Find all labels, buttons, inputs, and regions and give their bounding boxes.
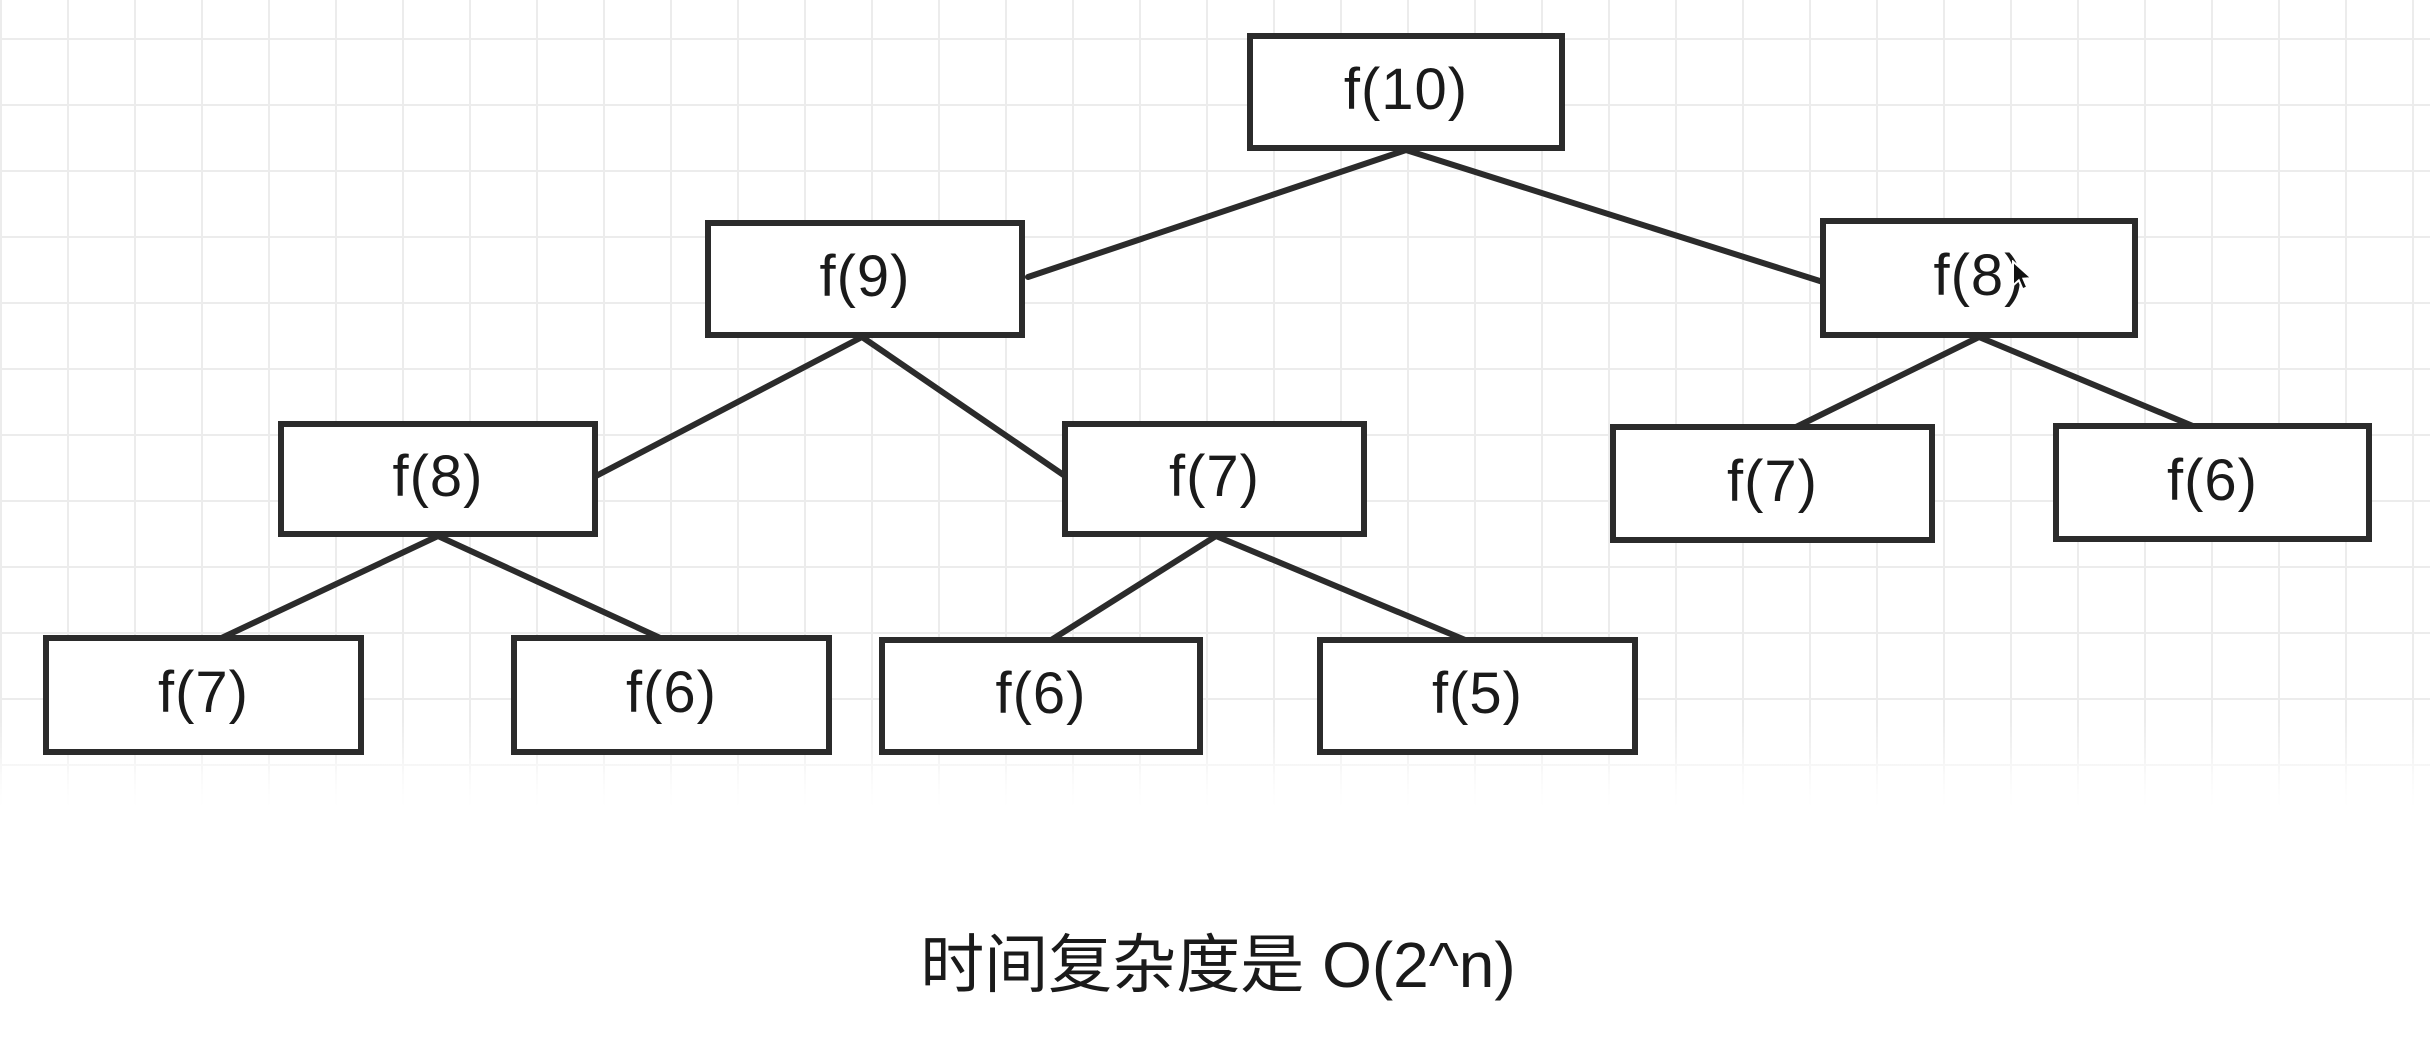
mouse-cursor-icon bbox=[2012, 260, 2034, 291]
tree-node-f6r[interactable]: f(6) bbox=[2053, 423, 2372, 542]
tree-node-f9[interactable]: f(9) bbox=[705, 220, 1025, 338]
tree-edge-f7m-f5[interactable] bbox=[1213, 533, 1473, 645]
tree-node-f6a[interactable]: f(6) bbox=[511, 635, 832, 755]
tree-edge-f8l-f6a[interactable] bbox=[435, 533, 672, 645]
tree-node-label: f(5) bbox=[1432, 661, 1523, 726]
tree-edge-f7m-f6b[interactable] bbox=[1045, 533, 1219, 645]
tree-node-f8r[interactable]: f(8) bbox=[1820, 218, 2138, 338]
cursor-arrow-shape bbox=[2012, 260, 2034, 291]
tree-node-label: f(8) bbox=[1933, 243, 2025, 308]
tree-node-label: f(9) bbox=[819, 244, 911, 309]
tree-node-f5[interactable]: f(5) bbox=[1317, 637, 1638, 755]
tree-node-label: f(10) bbox=[1343, 57, 1469, 122]
tree-node-f8l[interactable]: f(8) bbox=[278, 421, 598, 537]
tree-edge-f10-f8r[interactable] bbox=[1403, 147, 1826, 285]
tree-edge-f9-f7m[interactable] bbox=[859, 334, 1068, 479]
tree-node-f10[interactable]: f(10) bbox=[1247, 33, 1565, 151]
tree-edge-f8l-f7b[interactable] bbox=[210, 533, 441, 645]
tree-node-label: f(7) bbox=[1727, 448, 1818, 514]
tree-node-label: f(6) bbox=[995, 661, 1087, 726]
tree-node-label: f(6) bbox=[2167, 447, 2258, 513]
tree-edge-f8r-f6r[interactable] bbox=[1976, 334, 2203, 432]
tree-edge-f9-f8l[interactable] bbox=[593, 334, 865, 479]
tree-node-f7b[interactable]: f(7) bbox=[43, 635, 364, 755]
tree-node-label: f(7) bbox=[1169, 444, 1260, 509]
grid-fade bbox=[0, 755, 2430, 820]
grid-background bbox=[0, 0, 2430, 818]
tree-node-label: f(7) bbox=[158, 660, 249, 725]
tree-node-label: f(6) bbox=[626, 660, 717, 725]
tree-node-f7m[interactable]: f(7) bbox=[1062, 421, 1367, 537]
caption-text[interactable]: 时间复杂度是 O(2^n) bbox=[920, 929, 1516, 1001]
tree-node-f6b[interactable]: f(6) bbox=[879, 637, 1203, 755]
tree-node-f7r[interactable]: f(7) bbox=[1610, 424, 1935, 543]
tree-edge-f10-f9[interactable] bbox=[1025, 147, 1409, 280]
tree-node-label: f(8) bbox=[392, 444, 484, 509]
tree-edge-f8r-f7r[interactable] bbox=[1787, 334, 1982, 433]
